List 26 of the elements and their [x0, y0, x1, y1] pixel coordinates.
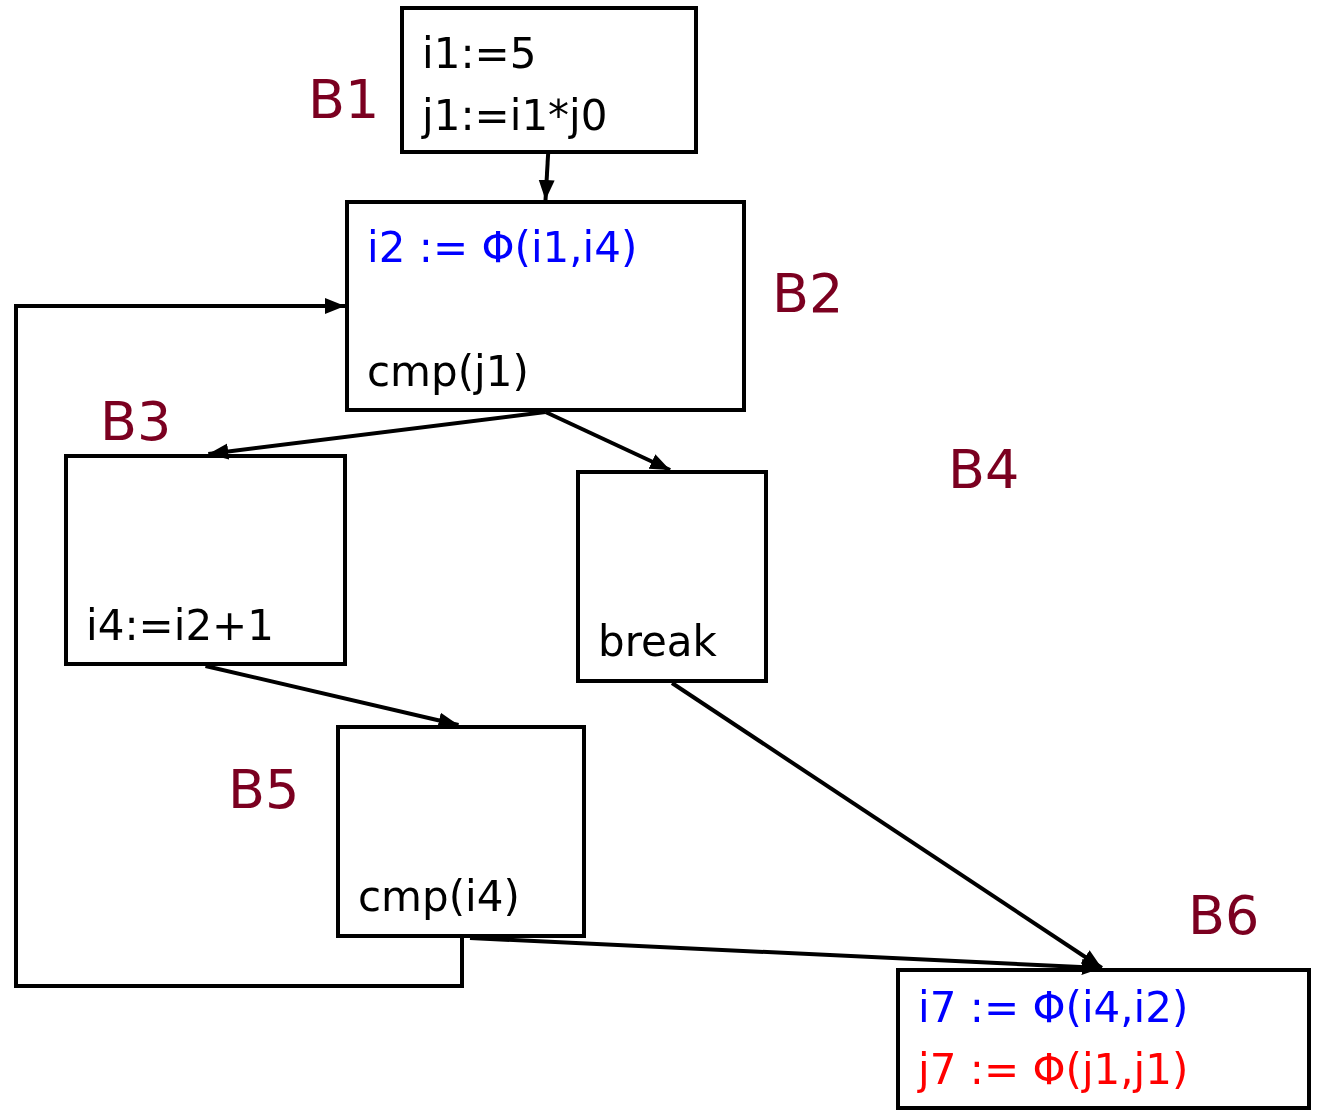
code-statement: i4:=i2+1 — [86, 602, 275, 651]
arrow — [538, 153, 555, 201]
code-statement: i2 := Φ(i1,i4) — [367, 224, 638, 273]
code-statement: j7 := Φ(j1,j1) — [918, 1046, 1189, 1095]
basic-block-box — [64, 454, 347, 666]
block-label: B1 — [308, 70, 380, 130]
code-statement: i1:=5 — [422, 30, 537, 79]
arrow — [14, 298, 464, 988]
basic-block-box — [576, 470, 768, 683]
basic-block-box — [345, 200, 746, 412]
block-label: B4 — [948, 440, 1020, 500]
code-statement: cmp(j1) — [367, 348, 529, 397]
code-statement: j1:=i1*j0 — [422, 92, 608, 141]
block-label: B2 — [772, 264, 844, 324]
basic-block-box — [896, 968, 1311, 1110]
block-label: B3 — [100, 392, 172, 452]
basic-block-box — [400, 6, 698, 154]
code-statement: i7 := Φ(i4,i2) — [918, 984, 1189, 1033]
block-label: B6 — [1188, 886, 1260, 946]
code-statement: cmp(i4) — [358, 873, 520, 922]
arrow — [208, 410, 546, 460]
block-label: B5 — [228, 760, 300, 820]
arrow — [670, 681, 1103, 970]
basic-block-box — [336, 725, 586, 938]
arrow — [544, 410, 671, 472]
code-statement: break — [598, 618, 717, 667]
